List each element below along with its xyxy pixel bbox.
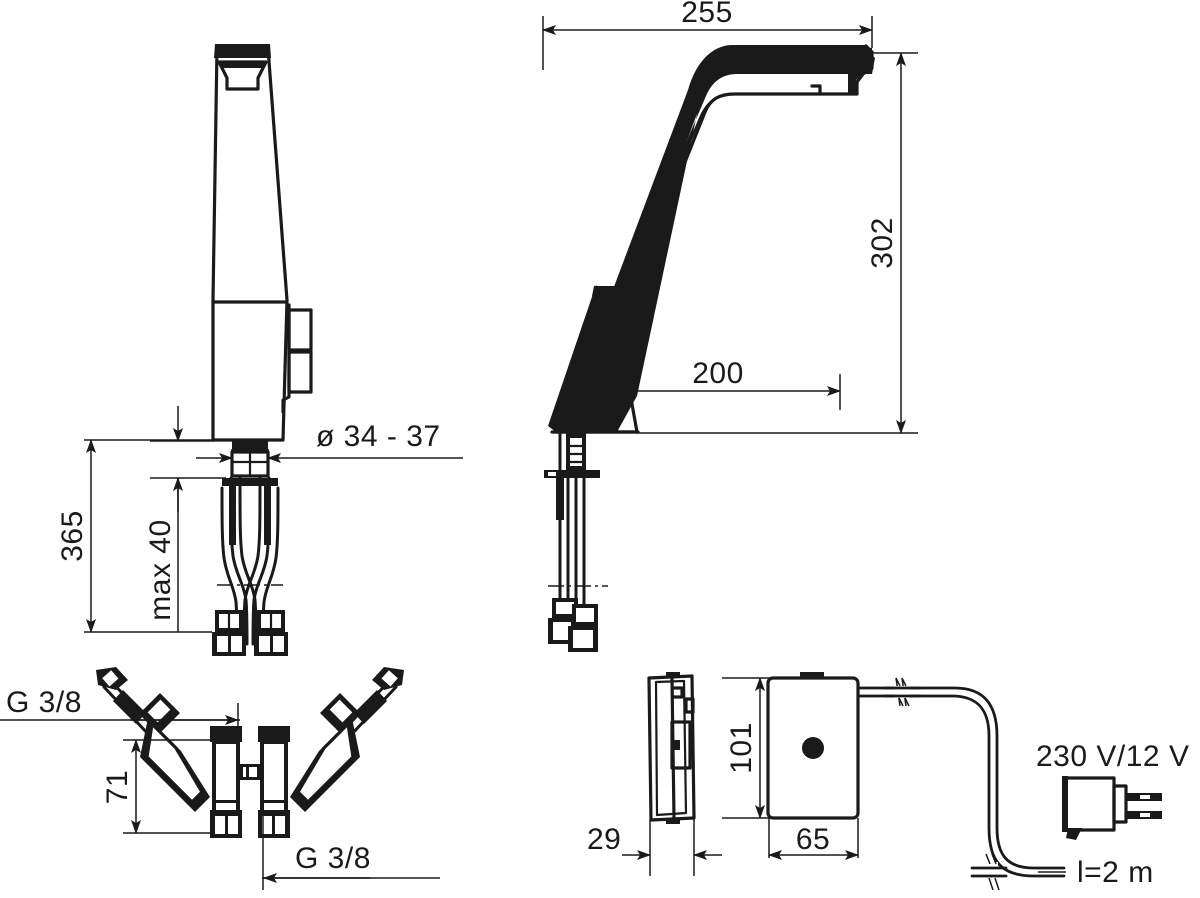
valve-right-tip-hole bbox=[381, 670, 398, 687]
front-hose-left-a bbox=[229, 476, 249, 646]
front-bracket-slot-right bbox=[265, 478, 277, 486]
dim-g38-left-label: G 3/8 bbox=[6, 686, 82, 719]
control-box-side-switch bbox=[674, 740, 680, 750]
power-cord-lower bbox=[856, 694, 1066, 878]
valve-right-hose-collar bbox=[354, 690, 387, 724]
front-hose-right-b bbox=[242, 476, 262, 646]
plug-body bbox=[1062, 776, 1116, 832]
angle-valve-right bbox=[246, 667, 404, 838]
angle-valve-left bbox=[96, 667, 254, 838]
valve-right-riser-cap bbox=[258, 726, 290, 742]
control-box-sensor-dot bbox=[802, 737, 824, 759]
control-box-dimensions: 29 101 65 230 V/12 V l=2 m bbox=[587, 677, 1189, 889]
dim-cable-len-label: l=2 m bbox=[1077, 856, 1154, 889]
front-pod-bracket bbox=[281, 303, 291, 414]
valve-right-nut-hole bbox=[329, 699, 353, 723]
valve-right-body-face bbox=[296, 722, 355, 804]
side-spout-inner-outline bbox=[610, 92, 822, 302]
dim-diameter-label: ø 34 - 37 bbox=[316, 420, 441, 453]
dim-302-label: 302 bbox=[866, 217, 899, 269]
side-view-dimensions: 255 302 200 bbox=[542, 0, 918, 434]
control-box-side-bottom-nub bbox=[666, 818, 680, 824]
power-plug bbox=[1062, 776, 1162, 840]
front-hose-right-a bbox=[251, 476, 271, 646]
dim-365-label: 365 bbox=[56, 510, 89, 562]
control-box-side-top-nub bbox=[666, 672, 680, 678]
side-bracket-slot bbox=[548, 472, 558, 476]
dim-65-label: 65 bbox=[796, 823, 830, 856]
front-bracket-slot-left bbox=[223, 478, 235, 486]
plug-body-edge bbox=[1062, 776, 1068, 832]
valve-left-riser-bore bbox=[216, 744, 236, 806]
angle-valve-dimensions: G 3/8 71 G 3/8 bbox=[0, 686, 440, 890]
control-box-side-profile bbox=[647, 672, 696, 824]
angle-valve-view-geometry bbox=[96, 667, 404, 838]
valve-right-boss-hole bbox=[249, 767, 257, 777]
side-hose-collar bbox=[556, 470, 564, 520]
control-box-side-tab bbox=[684, 697, 695, 714]
front-top-cap bbox=[214, 44, 271, 58]
dim-g38-right-label: G 3/8 bbox=[295, 842, 371, 875]
power-cord-upper bbox=[856, 686, 1066, 870]
dim-255-label: 255 bbox=[681, 0, 733, 29]
plug-shroud bbox=[1112, 784, 1128, 824]
valve-left-riser-cap bbox=[210, 726, 242, 742]
front-sensor-pod-upper bbox=[287, 308, 313, 352]
valve-left-body-face bbox=[145, 722, 204, 804]
front-body-outline bbox=[211, 46, 289, 442]
valve-right-hex-hole-b bbox=[262, 816, 272, 834]
front-hose-connector-left bbox=[212, 610, 246, 656]
dim-29-label: 29 bbox=[587, 823, 621, 856]
side-base-notch bbox=[592, 286, 630, 296]
dim-101-label: 101 bbox=[725, 722, 758, 774]
control-box-side-window bbox=[670, 720, 692, 770]
cord-break-mark-bottom bbox=[970, 853, 1008, 891]
front-sensor-pod-lower bbox=[287, 350, 313, 394]
side-spout-inner-curve bbox=[622, 92, 732, 302]
valve-left-nut-hole bbox=[147, 699, 171, 723]
plug-cord-strain-relief bbox=[1066, 828, 1082, 840]
side-hose-connector-b bbox=[568, 604, 598, 652]
dim-max40-label: max 40 bbox=[144, 519, 177, 620]
valve-left-hose-collar bbox=[113, 690, 146, 724]
valve-right-riser-bore bbox=[264, 744, 284, 806]
valve-left-tip-hole bbox=[102, 670, 119, 687]
side-view-geometry bbox=[544, 44, 875, 652]
front-shank-thread bbox=[232, 440, 268, 452]
dim-voltage-label: 230 V/12 V bbox=[1036, 740, 1189, 773]
front-hose-left-b bbox=[238, 476, 258, 646]
valve-right-hex-hole-a bbox=[275, 816, 285, 834]
front-shank-thread-teeth bbox=[236, 441, 265, 451]
front-nozzle-shade bbox=[219, 62, 266, 68]
valve-left-hex-hole-a bbox=[215, 816, 225, 834]
front-view-geometry bbox=[211, 44, 313, 656]
dim-200-label: 200 bbox=[692, 357, 744, 390]
valve-left-hex-hole-b bbox=[228, 816, 238, 834]
dim-71-label: 71 bbox=[101, 770, 134, 804]
plug-pin-top-slot bbox=[1140, 795, 1150, 799]
cord-break-mark-top bbox=[882, 677, 922, 707]
side-spout-dark-band bbox=[548, 45, 875, 432]
side-spout-nose-fill bbox=[848, 45, 872, 93]
front-view-dimensions: 365 max 40 ø 34 - 37 bbox=[56, 406, 463, 633]
control-box-side-inner bbox=[654, 679, 688, 817]
control-box-front-top-nub bbox=[800, 672, 824, 679]
front-hose-connector-right bbox=[254, 610, 288, 656]
control-box-front-face bbox=[766, 672, 860, 820]
valve-left-collar-hole bbox=[216, 803, 236, 810]
control-box-side-lug bbox=[672, 686, 684, 699]
valve-right-collar-hole bbox=[264, 803, 284, 810]
plug-pin-bottom-slot bbox=[1140, 813, 1150, 817]
